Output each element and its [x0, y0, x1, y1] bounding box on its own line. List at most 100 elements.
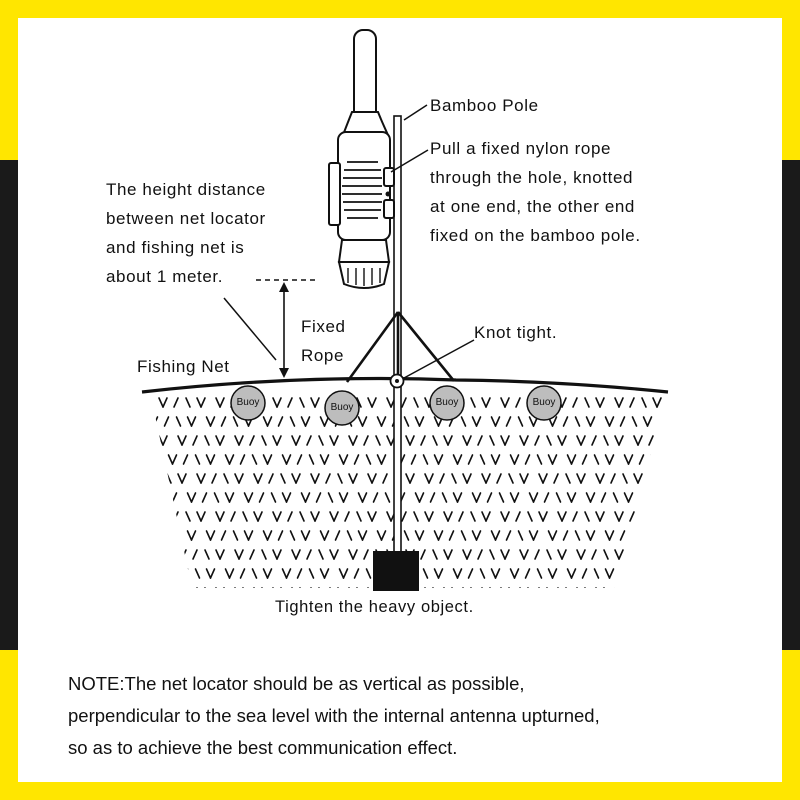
net-mesh-stroke: [600, 492, 607, 503]
net-mesh-stroke: [656, 397, 662, 408]
net-mesh-stroke: [219, 435, 225, 446]
net-mesh-stroke: [612, 492, 619, 503]
net-mesh-stroke: [557, 549, 563, 560]
net-mesh-stroke: [338, 492, 345, 503]
net-mesh-stroke: [249, 435, 255, 446]
net-mesh-stroke: [289, 530, 296, 541]
net-mesh-stroke: [424, 511, 430, 522]
net-mesh-stroke: [490, 416, 497, 427]
fixed-rope: [345, 311, 456, 383]
net-mesh-stroke: [603, 549, 609, 560]
net-mesh-stroke: [333, 511, 339, 522]
net-mesh-stroke: [593, 568, 600, 579]
net-mesh-stroke: [380, 530, 387, 541]
net-mesh-stroke: [281, 454, 288, 465]
net-mesh-stroke: [162, 549, 168, 560]
net-mesh-stroke: [504, 397, 510, 408]
net-mesh-stroke: [186, 530, 193, 541]
net-mesh-stroke: [175, 416, 182, 427]
net-mesh-stroke: [433, 416, 440, 427]
net-mesh-stroke: [604, 568, 611, 579]
net-mesh-stroke: [367, 397, 373, 408]
net-mesh-stroke: [223, 587, 229, 588]
net-mesh-stroke: [205, 568, 212, 579]
net-mesh-stroke: [485, 587, 491, 588]
height-note-line-3: and fishing net is: [106, 238, 245, 257]
net-mesh-stroke: [177, 587, 183, 588]
net-mesh-stroke: [296, 454, 303, 465]
net-mesh-stroke: [266, 530, 273, 541]
net-mesh-stroke: [500, 511, 506, 522]
net-mesh-stroke: [144, 474, 148, 483]
net-mesh-stroke: [181, 473, 187, 484]
net-mesh-stroke: [610, 587, 616, 588]
net-mesh-stroke: [523, 435, 529, 446]
net-mesh-stroke: [156, 492, 163, 503]
net-mesh-stroke: [401, 397, 407, 408]
fishing-net-label: Fishing Net: [137, 357, 230, 376]
net-mesh-stroke: [234, 549, 240, 560]
fixed-rope-label: Fixed Rope: [301, 312, 346, 370]
net-mesh-stroke: [219, 511, 225, 522]
net-mesh-stroke: [154, 473, 160, 484]
net-mesh-stroke: [660, 435, 666, 446]
net-mesh-stroke: [319, 568, 326, 579]
net-mesh-stroke: [610, 473, 616, 484]
net-mesh-stroke: [232, 530, 239, 541]
net-mesh-stroke: [534, 435, 540, 446]
net-mesh-stroke: [505, 416, 512, 427]
net-mesh-stroke: [276, 511, 282, 522]
net-mesh-stroke: [652, 397, 658, 408]
net-mesh-stroke: [517, 416, 524, 427]
net-mesh-stroke: [196, 397, 202, 408]
net-mesh-stroke: [570, 454, 577, 465]
net-mesh-stroke: [547, 454, 554, 465]
net-mesh-stroke: [665, 568, 668, 579]
net-mesh-stroke: [215, 549, 221, 560]
net-mesh-stroke: [581, 568, 588, 579]
net-mesh-stroke: [433, 568, 440, 579]
net-mesh-stroke: [481, 587, 487, 588]
net-mesh-stroke: [276, 549, 282, 560]
net-mesh-stroke: [447, 511, 453, 522]
net-mesh-stroke: [152, 568, 159, 579]
net-mesh-stroke: [509, 568, 516, 579]
net-mesh-stroke: [190, 492, 197, 503]
net-mesh-stroke: [171, 568, 178, 579]
net-mesh-stroke: [580, 435, 586, 446]
frame-band-top-yellow: [0, 0, 800, 18]
net-mesh-stroke: [367, 511, 373, 522]
net-mesh-stroke: [475, 492, 482, 503]
net-mesh-stroke: [424, 397, 430, 408]
pointer-knot-tight: [403, 339, 475, 379]
buoy-4: [526, 385, 562, 421]
net-mesh-stroke: [140, 588, 144, 597]
net-mesh-stroke: [401, 511, 407, 522]
net-mesh-stroke: [451, 473, 457, 484]
net-mesh-stroke: [238, 587, 244, 588]
net-mesh-stroke: [268, 587, 274, 588]
net-mesh-stroke: [627, 568, 634, 579]
net-mesh-stroke: [314, 473, 320, 484]
net-mesh-stroke: [650, 568, 657, 579]
net-mesh-stroke: [652, 511, 658, 522]
net-mesh-stroke: [648, 435, 654, 446]
net-mesh-stroke: [458, 511, 464, 522]
net-mesh-stroke: [410, 454, 417, 465]
net-mesh-stroke: [471, 492, 478, 503]
net-mesh-stroke: [318, 435, 324, 446]
net-mesh-stroke: [182, 454, 189, 465]
net-mesh-stroke: [357, 492, 364, 503]
net-mesh-stroke: [546, 435, 552, 446]
knot: [389, 373, 405, 389]
net-mesh-stroke: [209, 416, 216, 427]
net-mesh-stroke: [532, 530, 539, 541]
net-mesh-stroke: [152, 416, 159, 427]
net-mesh-stroke: [367, 473, 373, 484]
net-mesh-stroke: [585, 530, 592, 541]
net-mesh-stroke: [228, 492, 235, 503]
net-mesh-stroke: [386, 511, 392, 522]
net-mesh-stroke: [565, 473, 571, 484]
net-mesh-stroke: [627, 492, 634, 503]
net-mesh-stroke: [190, 416, 197, 427]
